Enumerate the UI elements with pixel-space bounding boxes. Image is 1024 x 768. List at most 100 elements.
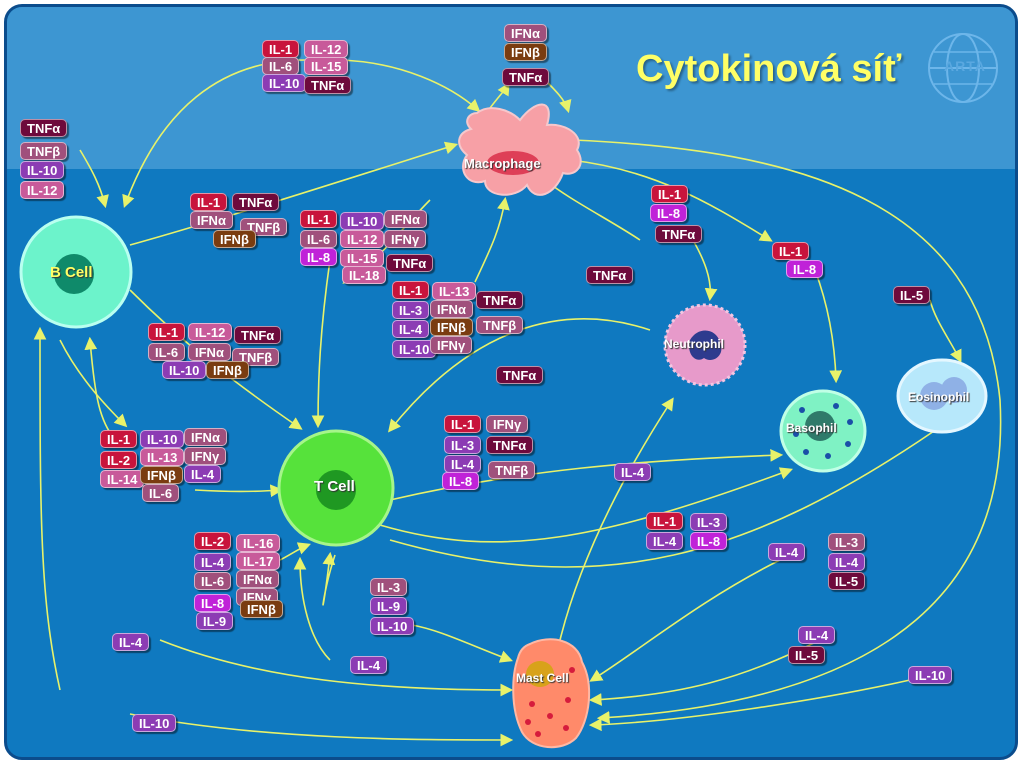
cytokine-tag: IL-4	[828, 553, 866, 571]
cytokine-tag: IL-4	[646, 532, 684, 550]
cytokine-tag: IFNα	[190, 211, 233, 229]
cytokine-tag: IL-1	[646, 512, 684, 530]
neutrophil-shape	[663, 303, 747, 387]
cytokine-tag: IFNα	[236, 570, 279, 588]
cytokine-tag: IL-15	[304, 57, 349, 75]
arrow	[929, 299, 962, 363]
arrow	[379, 467, 794, 543]
arrow	[589, 559, 781, 682]
cytokine-tag: IL-8	[786, 260, 824, 278]
cytokine-tag: IL-13	[140, 448, 185, 466]
mast-cell-label: Mast Cell	[516, 671, 569, 685]
cytokine-tag: IFNγ	[384, 230, 427, 248]
cytokine-tag: IFNα	[430, 300, 473, 318]
cytokine-tag: IL-10	[140, 430, 185, 448]
cytokine-tag: IL-18	[342, 266, 387, 284]
cytokine-tag: IL-4	[798, 626, 836, 644]
cytokine-tag: TNFα	[502, 68, 550, 86]
macrophage-shape	[458, 103, 582, 196]
cytokine-tag: IFNβ	[140, 466, 183, 484]
cytokine-tag: IL-10	[370, 617, 415, 635]
cytokine-tag: IL-12	[340, 230, 385, 248]
cytokine-tag: IL-12	[304, 40, 349, 58]
cytokine-tag: IL-1	[772, 242, 810, 260]
slide-title: Cytokinová síť	[636, 48, 902, 90]
cytokine-tag: IFNα	[184, 428, 227, 446]
cytokine-tag: TNFα	[232, 193, 280, 211]
cytokine-tag: TNFα	[304, 76, 352, 94]
cytokine-tag: IL-1	[100, 430, 138, 448]
cytokine-tag: IL-17	[236, 552, 281, 570]
cytokine-tag: IL-4	[112, 633, 150, 651]
cytokine-tag: IFNβ	[240, 600, 283, 618]
cytokine-tag: IL-10	[132, 714, 177, 732]
cytokine-tag: TNFα	[496, 366, 544, 384]
arrow	[59, 339, 128, 428]
cytokine-tag: IFNβ	[430, 318, 473, 336]
cytokine-tag: IL-9	[370, 597, 408, 615]
arrow	[129, 141, 459, 246]
arrow	[129, 713, 514, 747]
cytokine-tag: IFNγ	[184, 447, 227, 465]
cytokine-tag: IL-4	[444, 455, 482, 473]
basophil-shape	[779, 389, 867, 473]
cytokine-tag: TNFα	[20, 119, 68, 137]
cytokine-tag: IL-3	[444, 436, 482, 454]
cytokine-tag: IL-1	[190, 193, 228, 211]
cytokine-tag: IL-6	[148, 343, 186, 361]
cytokine-tag: IL-8	[690, 532, 728, 550]
neutrophil-label: Neutrophil	[664, 337, 724, 351]
arrow	[588, 679, 911, 732]
cytokine-tag: IFNβ	[504, 43, 547, 61]
cytokine-tag: TNFα	[386, 254, 434, 272]
cytokine-tag: IL-8	[442, 472, 480, 490]
arrow	[389, 418, 953, 568]
cytokine-tag: IL-16	[236, 534, 281, 552]
cytokine-tag: IL-1	[651, 185, 689, 203]
eosinophil-label: Eosinophil	[908, 390, 970, 404]
arrow	[474, 196, 510, 283]
logo-text: ARTA	[944, 58, 986, 74]
cytokine-tag: IL-8	[650, 204, 688, 222]
t-cell-shape	[277, 429, 395, 547]
arrow	[322, 551, 336, 606]
cytokine-tag: TNFβ	[476, 316, 524, 334]
cytokine-tag: IL-5	[893, 286, 931, 304]
cytokine-tag: IFNα	[384, 210, 427, 228]
eosinophil-shape	[896, 358, 988, 434]
arrow	[279, 542, 311, 561]
cytokine-tag: IL-3	[370, 578, 408, 596]
cytokine-tag: IL-10	[20, 161, 65, 179]
arrow	[311, 259, 331, 429]
cytokine-tag: IL-5	[828, 572, 866, 590]
globe-logo-icon	[928, 33, 998, 103]
cytokine-tag: IL-12	[20, 181, 65, 199]
cytokine-tag: IL-10	[340, 212, 385, 230]
cytokine-tag: IL-15	[340, 249, 385, 267]
b-cell-label: B Cell	[50, 264, 93, 281]
cytokine-tag: IL-4	[184, 465, 222, 483]
arrow	[33, 326, 61, 691]
cytokine-tag: IL-10	[908, 666, 953, 684]
arrow	[194, 484, 284, 498]
cytokine-tag: IL-3	[392, 301, 430, 319]
cytokine-tag: IFNγ	[430, 336, 473, 354]
cytokine-tag: IL-12	[188, 323, 233, 341]
cytokine-tag: IL-3	[690, 513, 728, 531]
cytokine-tag: TNFα	[486, 436, 534, 454]
cytokine-tag: IL-3	[828, 533, 866, 551]
arrow	[588, 639, 821, 706]
cytokine-tag: IL-6	[300, 230, 338, 248]
cytokine-tag: TNFα	[234, 326, 282, 344]
cytokine-tag: IL-1	[300, 210, 338, 228]
cytokine-tag: IL-1	[392, 281, 430, 299]
b-cell-shape	[19, 215, 133, 329]
cytokine-tag: IFNβ	[206, 361, 249, 379]
cytokine-tag: IL-2	[194, 532, 232, 550]
basophil-label: Basophil	[786, 421, 837, 435]
cytokine-tag: IL-4	[194, 553, 232, 571]
cytokine-tag: IL-8	[300, 248, 338, 266]
arrow	[389, 448, 784, 501]
cytokine-tag: IL-9	[196, 612, 234, 630]
